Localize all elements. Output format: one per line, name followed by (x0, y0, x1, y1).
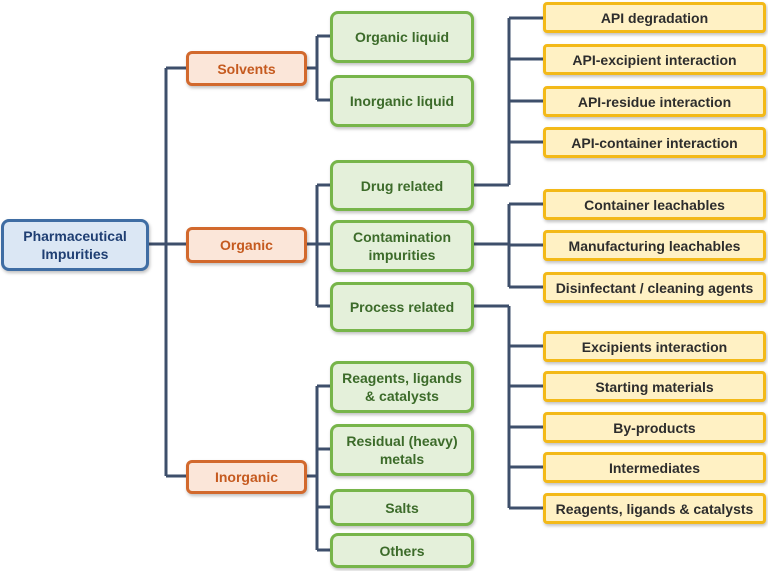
leaf-api-container-interaction: API-container interaction (543, 127, 766, 158)
root-label: Pharmaceutical Impurities (23, 228, 127, 262)
sub-process-related: Process related (330, 282, 474, 332)
leaf-label: Starting materials (595, 378, 714, 395)
category-solvents: Solvents (186, 51, 307, 86)
leaf-label: By-products (613, 419, 696, 436)
sub-salts-label: Salts (385, 499, 419, 516)
leaf-label: Manufacturing leachables (568, 237, 741, 254)
sub-salts: Salts (330, 489, 474, 526)
leaf-starting-materials: Starting materials (543, 371, 766, 402)
sub-inorganic-liquid: Inorganic liquid (330, 75, 474, 127)
leaf-label: API-residue interaction (577, 93, 732, 110)
connector-contamination (473, 202, 543, 289)
sub-inorganic-liquid-label: Inorganic liquid (349, 93, 455, 109)
leaf-excipients-interaction: Excipients interaction (543, 331, 766, 362)
leaf-manufacturing-leachables: Manufacturing leachables (543, 230, 766, 261)
connector-solvents (306, 34, 330, 102)
leaf-label: Container leachables (584, 196, 725, 213)
leaf-label: API-container interaction (571, 134, 738, 151)
leaf-api-degradation: API degradation (543, 2, 766, 33)
leaf-api-residue-interaction: API-residue interaction (543, 86, 766, 117)
leaf-label: Reagents, ligands & catalysts (555, 500, 754, 517)
leaf-by-products: By-products (543, 412, 766, 443)
connector-organic (306, 183, 330, 308)
category-inorganic: Inorganic (186, 460, 307, 494)
sub-organic-liquid: Organic liquid (330, 11, 474, 63)
connector-drug-related (473, 16, 543, 187)
connector-inorganic (306, 384, 330, 552)
category-inorganic-label: Inorganic (214, 469, 278, 485)
leaf-label: Excipients interaction (581, 338, 728, 355)
leaf-label: Intermediates (608, 459, 701, 476)
leaf-api-excipient-interaction: API-excipient interaction (543, 44, 766, 75)
leaf-process-reagents-ligands-catalysts: Reagents, ligands & catalysts (543, 493, 766, 524)
leaf-label: API-excipient interaction (572, 51, 737, 68)
sub-contamination-label: Contamination impurities (353, 229, 451, 263)
leaf-disinfectant-cleaning-agents: Disinfectant / cleaning agents (543, 272, 766, 303)
leaf-label: API degradation (600, 9, 709, 26)
sub-residual-metals-label: Residual (heavy) metals (346, 433, 458, 467)
sub-contamination-impurities: Contamination impurities (330, 220, 474, 272)
leaf-container-leachables: Container leachables (543, 189, 766, 220)
sub-organic-liquid-label: Organic liquid (354, 29, 450, 45)
sub-process-related-label: Process related (349, 299, 455, 315)
sub-others: Others (330, 533, 474, 568)
connector-process-related (473, 304, 543, 510)
sub-others-label: Others (379, 542, 425, 559)
sub-residual-heavy-metals: Residual (heavy) metals (330, 424, 474, 476)
root-node: Pharmaceutical Impurities (1, 219, 149, 271)
sub-reagents-ligands-catalysts: Reagents, ligands & catalysts (330, 361, 474, 413)
leaf-label: Disinfectant / cleaning agents (555, 279, 754, 296)
category-solvents-label: Solvents (217, 60, 276, 77)
category-organic-label: Organic (220, 237, 273, 253)
leaf-intermediates: Intermediates (543, 452, 766, 483)
category-organic: Organic (186, 227, 307, 263)
connector-root-categories (149, 66, 187, 478)
sub-drug-related: Drug related (330, 160, 474, 211)
sub-drug-related-label: Drug related (360, 177, 444, 194)
sub-reagents-label: Reagents, ligands & catalysts (342, 370, 462, 404)
